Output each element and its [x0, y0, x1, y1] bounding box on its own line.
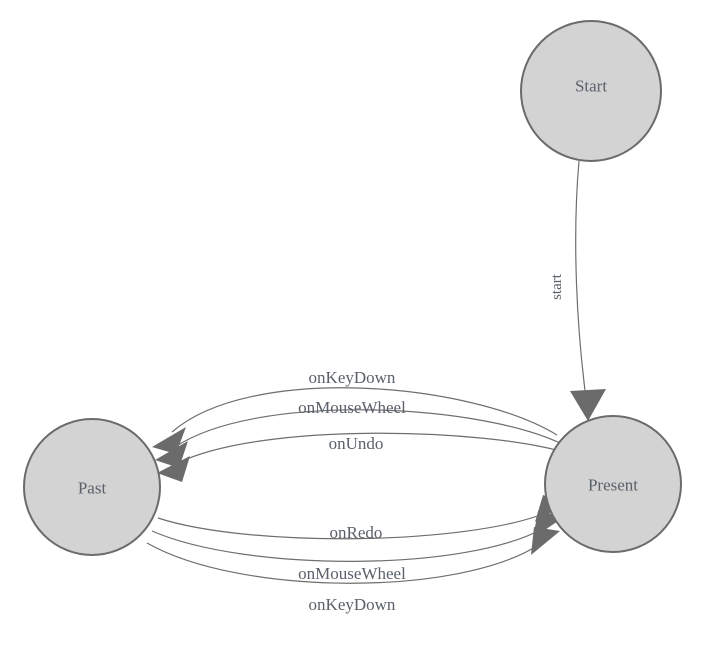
edge-present-to-past-onmousewheel[interactable] [155, 409, 563, 468]
edge-start[interactable] [570, 160, 606, 421]
edge-present-to-past-onundo-arrowhead [157, 456, 190, 482]
edge-past-to-present-onredo-path [157, 511, 549, 540]
edge-past-to-present-onmousewheel-path [151, 527, 545, 562]
node-past-label: Past [78, 479, 107, 498]
edge-present-to-past-onmousewheel-path [174, 409, 563, 448]
node-past[interactable]: Past [23, 418, 161, 556]
node-start[interactable]: Start [520, 20, 662, 162]
node-start-label: Start [575, 77, 607, 96]
edge-present-to-past-onmousewheel-arrowhead [155, 441, 188, 468]
edge-past-to-present-onredo-label: onRedo [330, 523, 383, 542]
node-present-circle [544, 415, 682, 553]
edge-past-to-present-onmousewheel-label: onMouseWheel [298, 564, 406, 583]
node-past-circle [23, 418, 161, 556]
node-present-label: Present [588, 476, 638, 495]
edge-present-to-past-onmousewheel-label: onMouseWheel [298, 398, 406, 417]
edge-past-to-present-onkeydown-label: onKeyDown [309, 595, 396, 614]
edge-past-to-present-onkeydown-path [146, 542, 541, 584]
edge-present-to-past-onundo[interactable] [157, 432, 568, 482]
edge-start-path [575, 160, 587, 399]
edge-start-label: start [549, 273, 565, 300]
edge-present-to-past-onkeydown-path [171, 387, 558, 436]
edge-past-to-present-onkeydown[interactable] [146, 527, 560, 584]
edge-present-to-past-onundo-path [177, 432, 568, 464]
node-start-circle [520, 20, 662, 162]
edge-past-to-present-onkeydown-arrowhead [531, 527, 560, 555]
node-present[interactable]: Present [544, 415, 682, 553]
edge-present-to-past-onkeydown-label: onKeyDown [309, 368, 396, 387]
edge-start-arrowhead [570, 389, 606, 421]
edge-present-to-past-onundo-label: onUndo [329, 434, 384, 453]
